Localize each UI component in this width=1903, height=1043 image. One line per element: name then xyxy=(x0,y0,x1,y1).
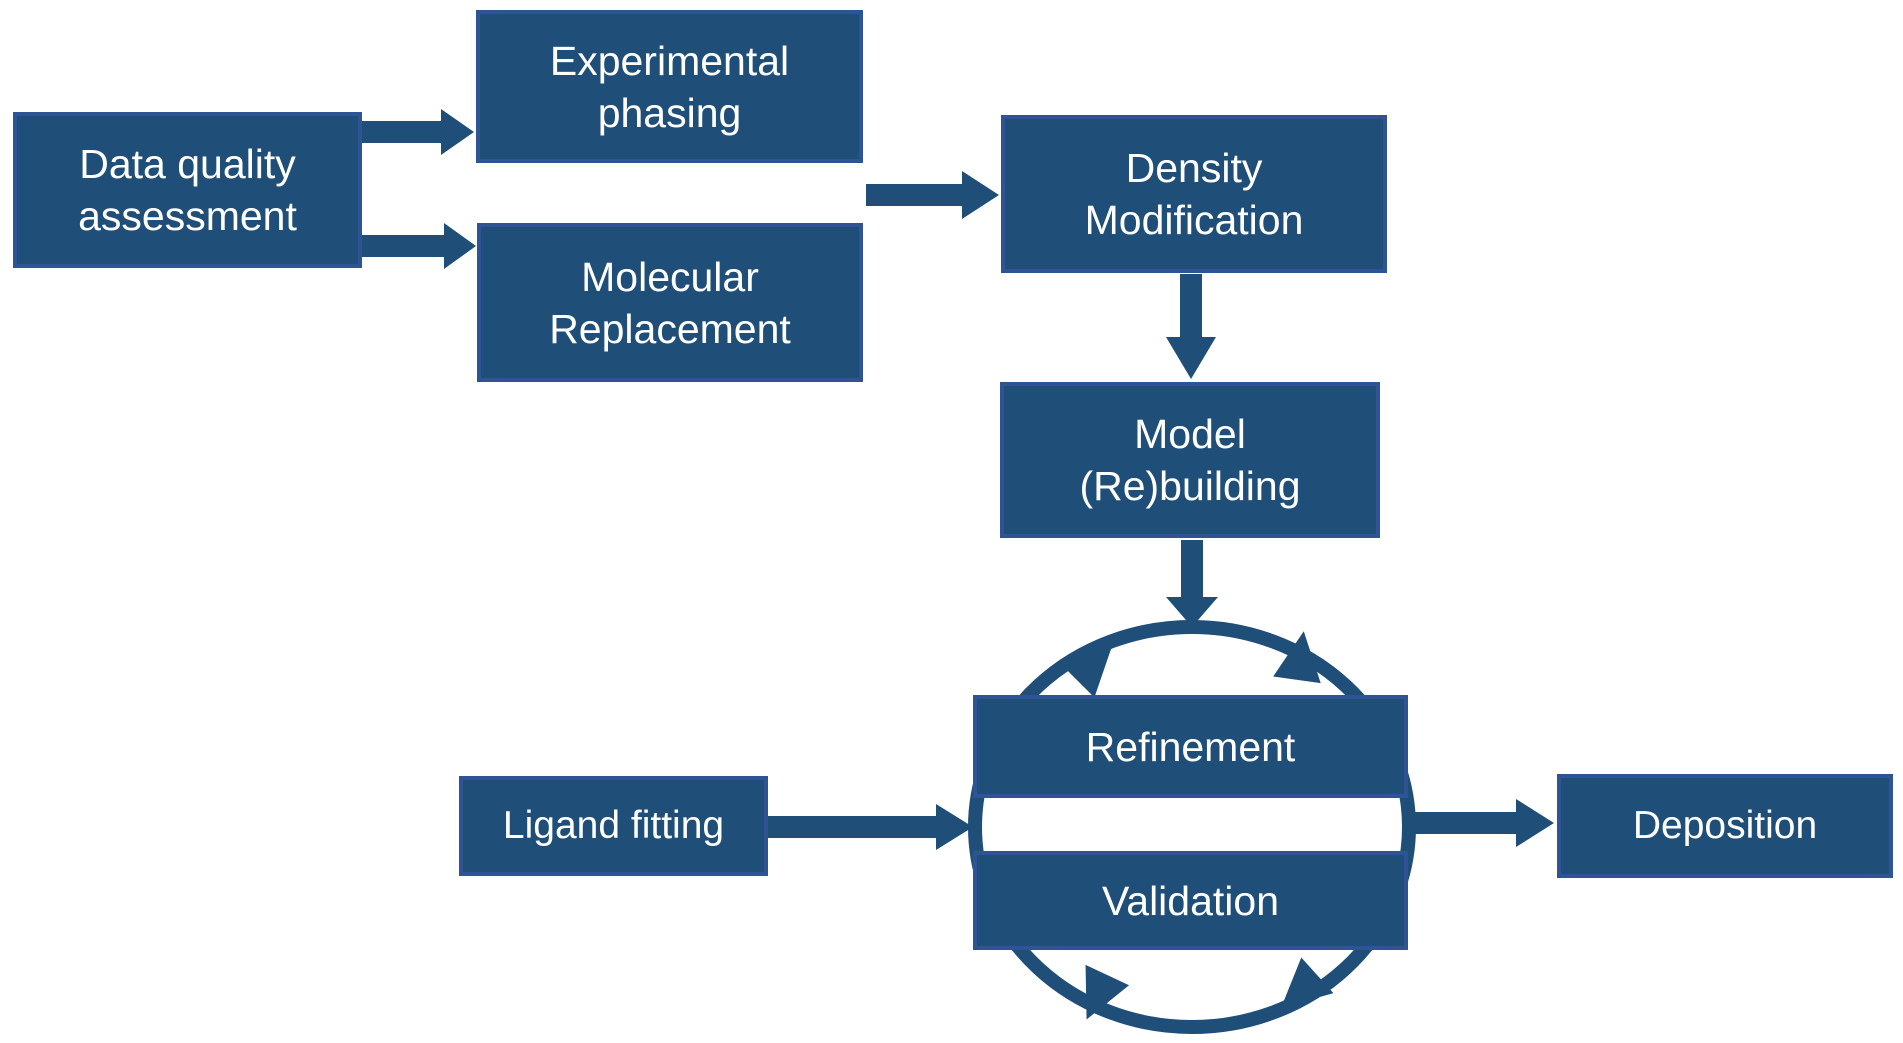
node-data-quality-assessment: Data quality assessment xyxy=(13,112,362,268)
refinement-validation-cycle-ring xyxy=(968,620,1416,1034)
node-experimental-phasing: Experimental phasing xyxy=(476,10,863,163)
node-label: Model (Re)building xyxy=(1079,411,1301,509)
arrow-model-rebuilding-to-cycle xyxy=(1166,540,1218,627)
node-label: Molecular Replacement xyxy=(549,253,791,352)
arrow-phasing-to-density-modification xyxy=(866,171,999,219)
node-molecular-replacement: Molecular Replacement xyxy=(477,223,863,382)
cycle-arrowhead-bottom-right xyxy=(1280,957,1334,1009)
node-model-rebuilding: Model (Re)building xyxy=(1000,382,1380,538)
node-ligand-fitting: Ligand fitting xyxy=(459,776,768,876)
arrow-dqa-to-molecular-replacement xyxy=(362,223,476,269)
node-label: Ligand fitting xyxy=(502,804,725,847)
node-label: Refinement xyxy=(1085,723,1296,770)
arrow-ligand-fitting-to-cycle xyxy=(768,804,973,850)
node-label: Experimental phasing xyxy=(549,37,790,136)
node-label: Deposition xyxy=(1632,804,1818,847)
cycle-arrowhead-top-right xyxy=(1273,631,1321,684)
arrow-cycle-to-deposition xyxy=(1411,799,1554,847)
arrow-density-modification-to-model-rebuilding xyxy=(1166,274,1216,379)
node-label: Validation xyxy=(1101,877,1280,924)
node-label: Data quality assessment xyxy=(78,141,297,239)
node-deposition: Deposition xyxy=(1557,774,1893,878)
cycle-arrowhead-bottom-left xyxy=(1085,964,1130,1020)
node-label: Density Modification xyxy=(1084,145,1304,243)
arrow-dqa-to-experimental-phasing xyxy=(362,109,474,155)
node-density-modification: Density Modification xyxy=(1001,115,1387,273)
node-refinement: Refinement xyxy=(973,695,1408,798)
node-validation: Validation xyxy=(973,851,1408,950)
cycle-arrowhead-top-left xyxy=(1060,645,1113,698)
